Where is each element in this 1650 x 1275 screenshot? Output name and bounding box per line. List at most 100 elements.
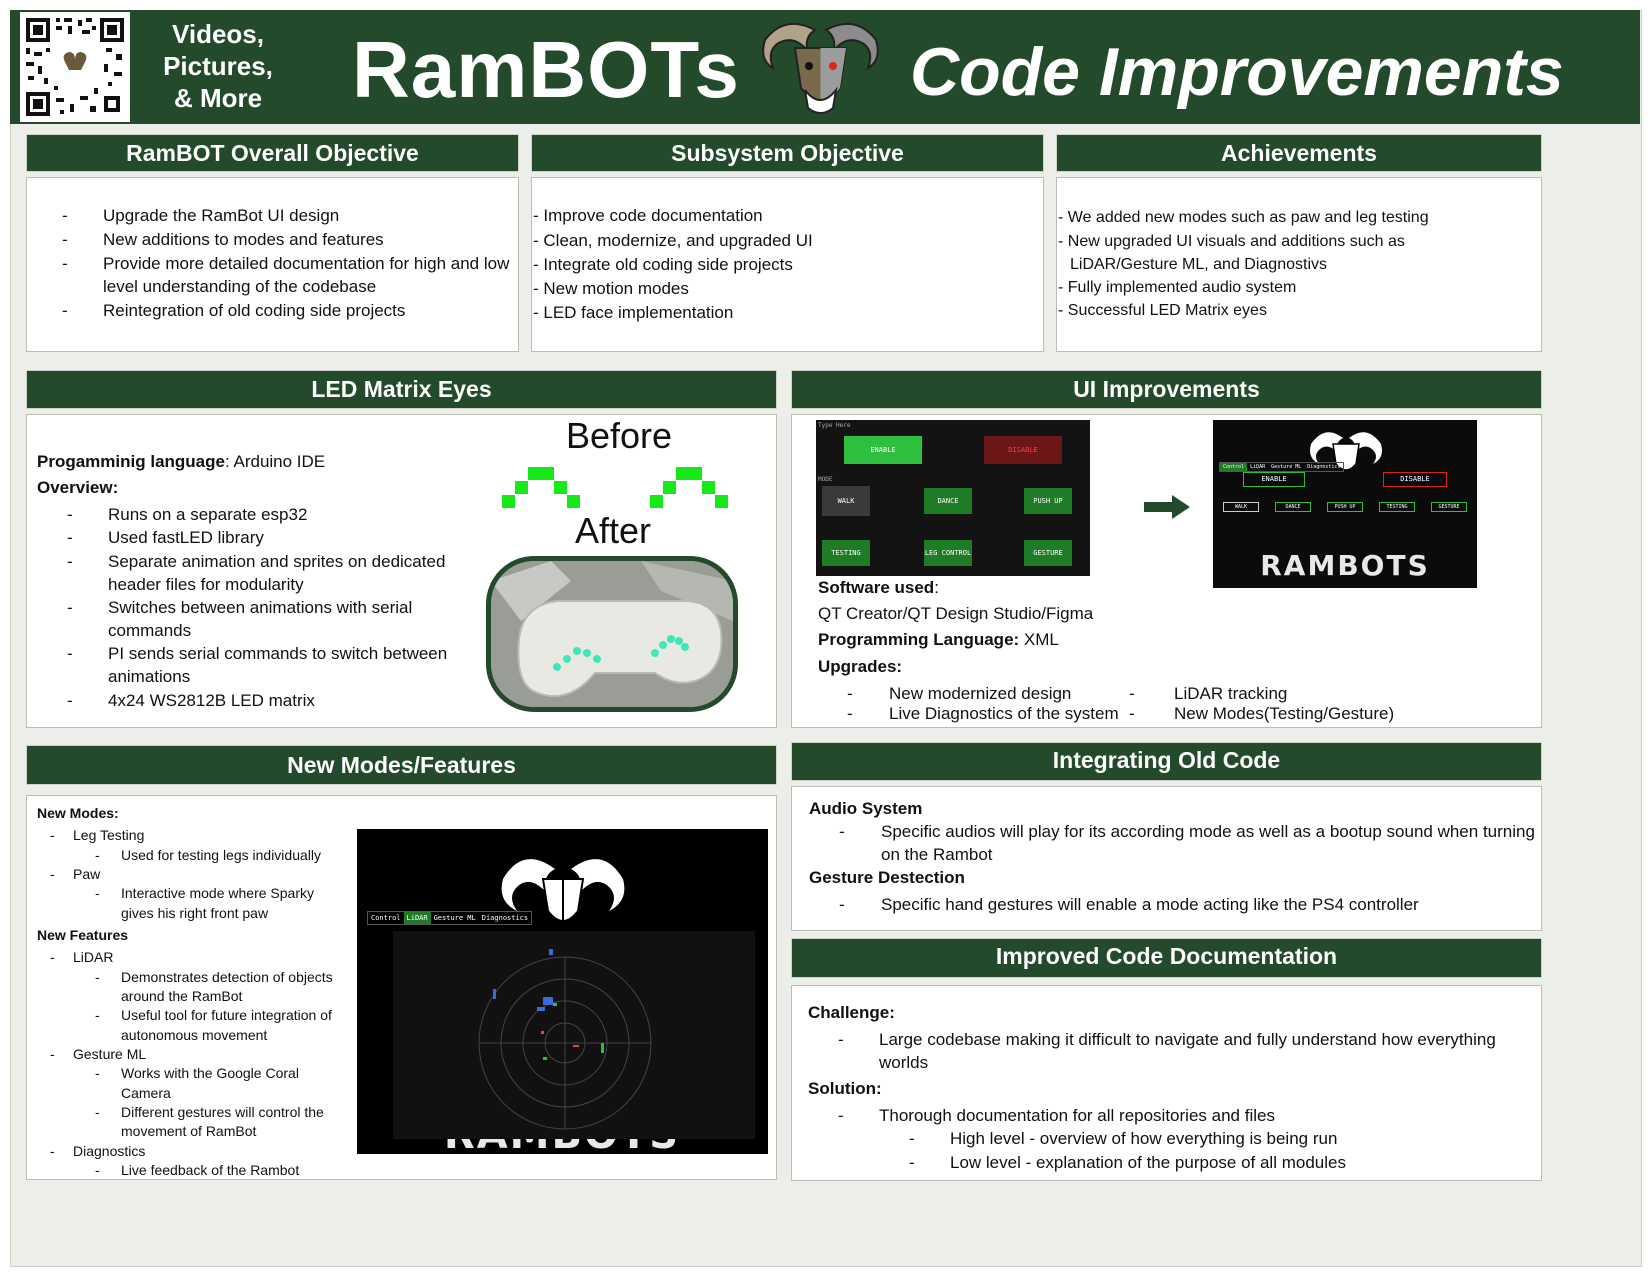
led-matrix-heading: LED Matrix Eyes (26, 370, 777, 409)
list-item: New modernized design (889, 684, 1072, 703)
tab-gesture-ml[interactable]: Gesture ML (433, 914, 476, 922)
new-disable-button[interactable]: DISABLE (1383, 472, 1447, 487)
after-label: After (575, 510, 652, 551)
old-pushup-button[interactable]: PUSH UP (1024, 488, 1072, 514)
bullet-dash: - (62, 254, 68, 273)
tab-gesture-ml[interactable]: Gesture ML (1271, 464, 1302, 470)
bullet-dash: - (95, 847, 100, 863)
qr-caption-line: Videos, (171, 19, 264, 49)
list-item: Runs on a separate esp32 (108, 505, 308, 524)
bullet-dash: - (95, 1007, 100, 1023)
list-item: - Fully implemented audio system (1058, 279, 1297, 296)
qr-caption-line: & More (173, 83, 263, 113)
mode-label: MODE (818, 476, 833, 483)
list-item: Useful tool for future integration of (121, 1007, 332, 1023)
lidar-ui-tab-bar: Control LiDAR Gesture ML Diagnostics (367, 911, 533, 925)
old-disable-button[interactable]: DISABLE (984, 436, 1062, 464)
lidar-radar-plot (478, 949, 652, 1130)
bullet-dash: - (95, 969, 100, 985)
software-used-label: Software used (818, 578, 935, 597)
bullet-dash: - (50, 866, 55, 882)
tab-lidar[interactable]: LiDAR (1250, 464, 1266, 470)
arrow-right-icon (1144, 495, 1190, 519)
integrating-old-code-heading: Integrating Old Code (791, 742, 1542, 781)
new-testing-button[interactable]: TESTING (1379, 502, 1415, 512)
old-leg-control-button[interactable]: LEG CONTROL (924, 540, 972, 566)
list-item: 4x24 WS2812B LED matrix (108, 691, 315, 710)
list-item: Separate animation and sprites on dedica… (108, 552, 446, 571)
list-item: Reintegration of old coding side project… (103, 301, 406, 320)
new-ui-screenshot: Control LiDAR Gesture ML Diagnostics ENA… (1213, 420, 1477, 588)
new-pushup-button[interactable]: PUSH UP (1327, 502, 1363, 512)
tab-diagnostics[interactable]: Diagnostics (1307, 464, 1341, 470)
bullet-dash: - (67, 598, 73, 617)
list-item: Different gestures will control the (121, 1104, 324, 1120)
ui-language-line: Programming Language: XML (818, 628, 1059, 652)
subsystem-objective-box (531, 177, 1044, 352)
list-item: autonomous movement (121, 1027, 268, 1043)
bullet-dash: - (909, 1153, 915, 1172)
bullet-dash: - (839, 895, 845, 914)
overall-objective-heading: RamBOT Overall Objective (26, 134, 519, 172)
list-item: commands (108, 621, 192, 640)
list-item: worlds (879, 1053, 929, 1072)
list-item: Camera (121, 1085, 171, 1101)
type-here-label: Type Here (818, 422, 851, 429)
old-enable-button[interactable]: ENABLE (844, 436, 922, 464)
ram-head-logo (743, 12, 898, 120)
gesture-detection-label: Gesture Destection (809, 868, 965, 887)
bullet-dash: - (1129, 704, 1135, 723)
list-item: - New motion modes (533, 279, 689, 298)
list-item: - We added new modes such as paw and leg… (1058, 209, 1429, 226)
bullet-dash: - (95, 1104, 100, 1120)
list-item: Gesture ML (73, 1046, 147, 1062)
list-item: Low level - explanation of the purpose o… (950, 1153, 1346, 1172)
bullet-dash: - (95, 1162, 100, 1178)
list-item: movement of RamBot (121, 1123, 257, 1139)
list-item: Live feedback of the Rambot (121, 1162, 300, 1178)
tab-diagnostics[interactable]: Diagnostics (481, 914, 529, 922)
qr-code[interactable] (20, 12, 130, 122)
old-walk-button[interactable]: WALK (822, 486, 870, 516)
subsystem-objective-heading: Subsystem Objective (531, 134, 1044, 172)
overall-objective-box (26, 177, 519, 352)
ram-head-icon (501, 859, 625, 923)
new-walk-button[interactable]: WALK (1223, 502, 1259, 512)
bullet-dash: - (50, 827, 55, 843)
bullet-dash: - (838, 1106, 844, 1125)
old-testing-button[interactable]: TESTING (822, 540, 870, 566)
list-item: - Clean, modernize, and upgraded UI (533, 231, 813, 250)
list-item: PI sends serial commands to switch betwe… (108, 644, 448, 663)
new-ui-tab-bar: Control LiDAR Gesture ML Diagnostics (1219, 462, 1345, 472)
new-enable-button[interactable]: ENABLE (1243, 472, 1305, 487)
list-item: High level - overview of how everything … (950, 1129, 1338, 1148)
list-item: Upgrade the RamBot UI design (103, 206, 340, 225)
list-item: - New upgraded UI visuals and additions … (1058, 233, 1405, 250)
challenge-label: Challenge: (808, 1003, 895, 1022)
led-eyes-pixels (502, 467, 728, 508)
tab-control[interactable]: Control (371, 914, 401, 922)
list-item: level understanding of the codebase (103, 277, 377, 296)
solution-label: Solution: (808, 1079, 882, 1098)
tab-control[interactable]: Control (1220, 463, 1248, 471)
old-dance-button[interactable]: DANCE (924, 488, 972, 514)
led-language-value: : Arduino IDE (224, 452, 326, 471)
new-gesture-button[interactable]: GESTURE (1431, 502, 1467, 512)
list-item: Leg Testing (73, 827, 145, 843)
tab-lidar[interactable]: LiDAR (403, 912, 431, 924)
bullet-dash: - (62, 206, 68, 225)
list-item: header files for modularity (108, 575, 304, 594)
before-label: Before (566, 415, 673, 456)
list-item: gives his right front paw (121, 905, 269, 921)
old-gesture-button[interactable]: GESTURE (1024, 540, 1072, 566)
led-eyes-before-graphic (502, 467, 728, 509)
code-documentation-heading: Improved Code Documentation (791, 938, 1542, 978)
list-item: Used for testing legs individually (121, 847, 321, 863)
ui-language-value: XML (1019, 630, 1059, 649)
new-dance-button[interactable]: DANCE (1275, 502, 1311, 512)
software-used-value: QT Creator/QT Design Studio/Figma (818, 604, 1094, 623)
bullet-dash: - (67, 644, 73, 663)
list-item: Works with the Google Coral (121, 1065, 299, 1081)
upgrades-label: Upgrades: (818, 657, 903, 676)
list-item: Diagnostics (73, 1143, 146, 1159)
